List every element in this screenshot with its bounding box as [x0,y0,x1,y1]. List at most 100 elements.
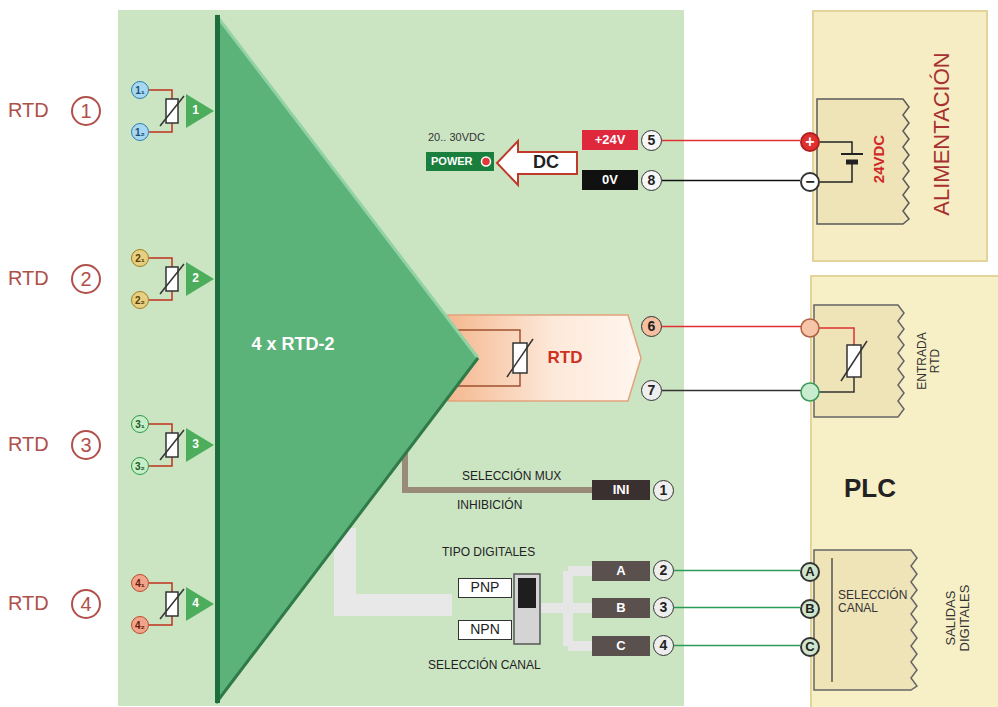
input-terminal-text: 1₁ [135,85,145,96]
terminal-circle-text: 2 [660,563,668,578]
channel-number: 1 [71,96,101,126]
channel-select-label: SELECCIÓN CANAL [428,659,541,672]
mux-triangle-text: 4 x RTD-2 [251,335,334,355]
channel-number: 4 [71,589,101,619]
channel-arrow-shape [186,428,214,462]
select-tag: A [592,561,650,581]
channel-label: RTD [8,433,49,455]
supply-box: 24VDC+− [817,99,909,224]
channel-arrow: 4 [186,587,214,621]
input-terminal: 3₂ [131,457,149,475]
input-terminal: 1₁ [131,81,149,99]
pnp-option: PNP [458,578,512,598]
channel-arrow-text: 1 [192,104,199,117]
input-terminal-text: 4₂ [135,620,145,631]
channel-number-text: 3 [80,434,91,456]
npn-option-text: NPN [470,622,500,637]
mux-triangle: 4 x RTD-2 [215,15,480,703]
channel-number-text: 2 [80,268,91,290]
terminal-circle-text: A [805,565,814,579]
channel-number: 2 [71,264,101,294]
input-terminal-text: 3₁ [135,419,145,430]
mux-label: SELECCIÓN MUX [462,470,561,483]
terminal-circle: 2 [653,560,674,581]
supply-tag: 0V [582,170,638,190]
channel-label: RTD [8,99,49,121]
terminal-circle: 3 [653,597,674,618]
positive-terminal: + [800,132,820,152]
input-terminal-text: 4₁ [135,578,145,589]
digital-type-label: TIPO DIGITALES [442,546,535,559]
terminal-circle: 4 [653,635,674,656]
input-terminal-text: 1₂ [135,127,145,138]
channel-number-text: 4 [80,593,91,615]
negative-terminal: − [800,172,820,192]
terminal-circle-text: 3 [660,600,668,615]
input-terminal: 3₁ [131,415,149,433]
supply-box-shape [817,99,909,224]
input-terminal-text: 2₁ [135,253,145,264]
select-tag: C [592,636,650,656]
wire [662,140,800,142]
digital-bus [345,528,452,605]
input-terminal: 4₂ [131,616,149,634]
input-terminal: 1₂ [131,123,149,141]
wire [405,451,592,490]
supply-tag-text: +24V [595,133,626,147]
terminal-circle: 8 [641,170,662,191]
negative-terminal-text: − [805,173,814,191]
inhibit-label: INHIBICIÓN [457,499,522,512]
terminal-circle: A [800,562,820,582]
terminal-circle: B [800,599,820,619]
wire [662,390,814,392]
module-panel [118,10,684,706]
digital-output-box: SELECCIÓN CANALSALIDAS DIGITALESABC [814,550,917,690]
dc-arrow: DC [496,140,578,186]
channel-arrow: 3 [186,428,214,462]
terminal-circle-text: 7 [648,383,656,398]
digital-output-box-shape [814,550,917,690]
channel-label: RTD [8,267,49,289]
rtd-input-box: ENTRADA RTD [814,305,904,417]
select-tag-text: C [616,639,625,653]
voltage-range: 20.. 30VDC [428,131,485,143]
wire [662,326,814,328]
terminal-circle-text: 5 [648,133,656,148]
power-indicator: POWER [426,152,494,171]
channel-label: RTD [8,592,49,614]
input-terminal: 4₁ [131,574,149,592]
dc-arrow-text: DC [533,153,559,173]
channel-arrow: 1 [186,94,214,128]
channel-arrow-shape [186,587,214,621]
supply-box-text: 24VDC [871,135,888,183]
select-tag-text: A [616,564,625,578]
terminal-circle-text: C [805,640,814,654]
terminal-circle-text: 6 [648,319,656,334]
terminal-circle: C [800,637,820,657]
channel-number: 3 [71,430,101,460]
npn-option: NPN [458,620,512,640]
channel-arrow-text: 2 [192,272,199,285]
channel-number-text: 1 [80,100,91,122]
wire [674,570,800,572]
terminal-circle-text: 4 [660,638,668,653]
terminal-circle-text: 8 [648,173,656,188]
terminal-circle-text: B [805,602,814,616]
mux-triangle-shape [215,15,480,703]
digital-output-box-text: SELECCIÓN CANAL [838,589,914,615]
wire [674,645,800,647]
inhibit-tag: INI [592,480,650,500]
terminal-circle: 7 [641,380,662,401]
input-terminal-text: 3₂ [135,461,145,472]
power-supply-panel-text: ALIMENTACIÓN [930,52,954,215]
inhibit-tag-text: INI [613,483,630,497]
power-indicator-text: POWER [431,155,473,167]
terminal-circle: 6 [641,316,662,337]
input-terminal: 2₁ [131,249,149,267]
plc-panel-text: PLC [844,474,896,503]
channel-resistors [149,90,184,625]
rtd-output-box-text: RTD [548,349,583,368]
channel-select-bus [541,571,592,646]
terminal-circle: 5 [641,130,662,151]
